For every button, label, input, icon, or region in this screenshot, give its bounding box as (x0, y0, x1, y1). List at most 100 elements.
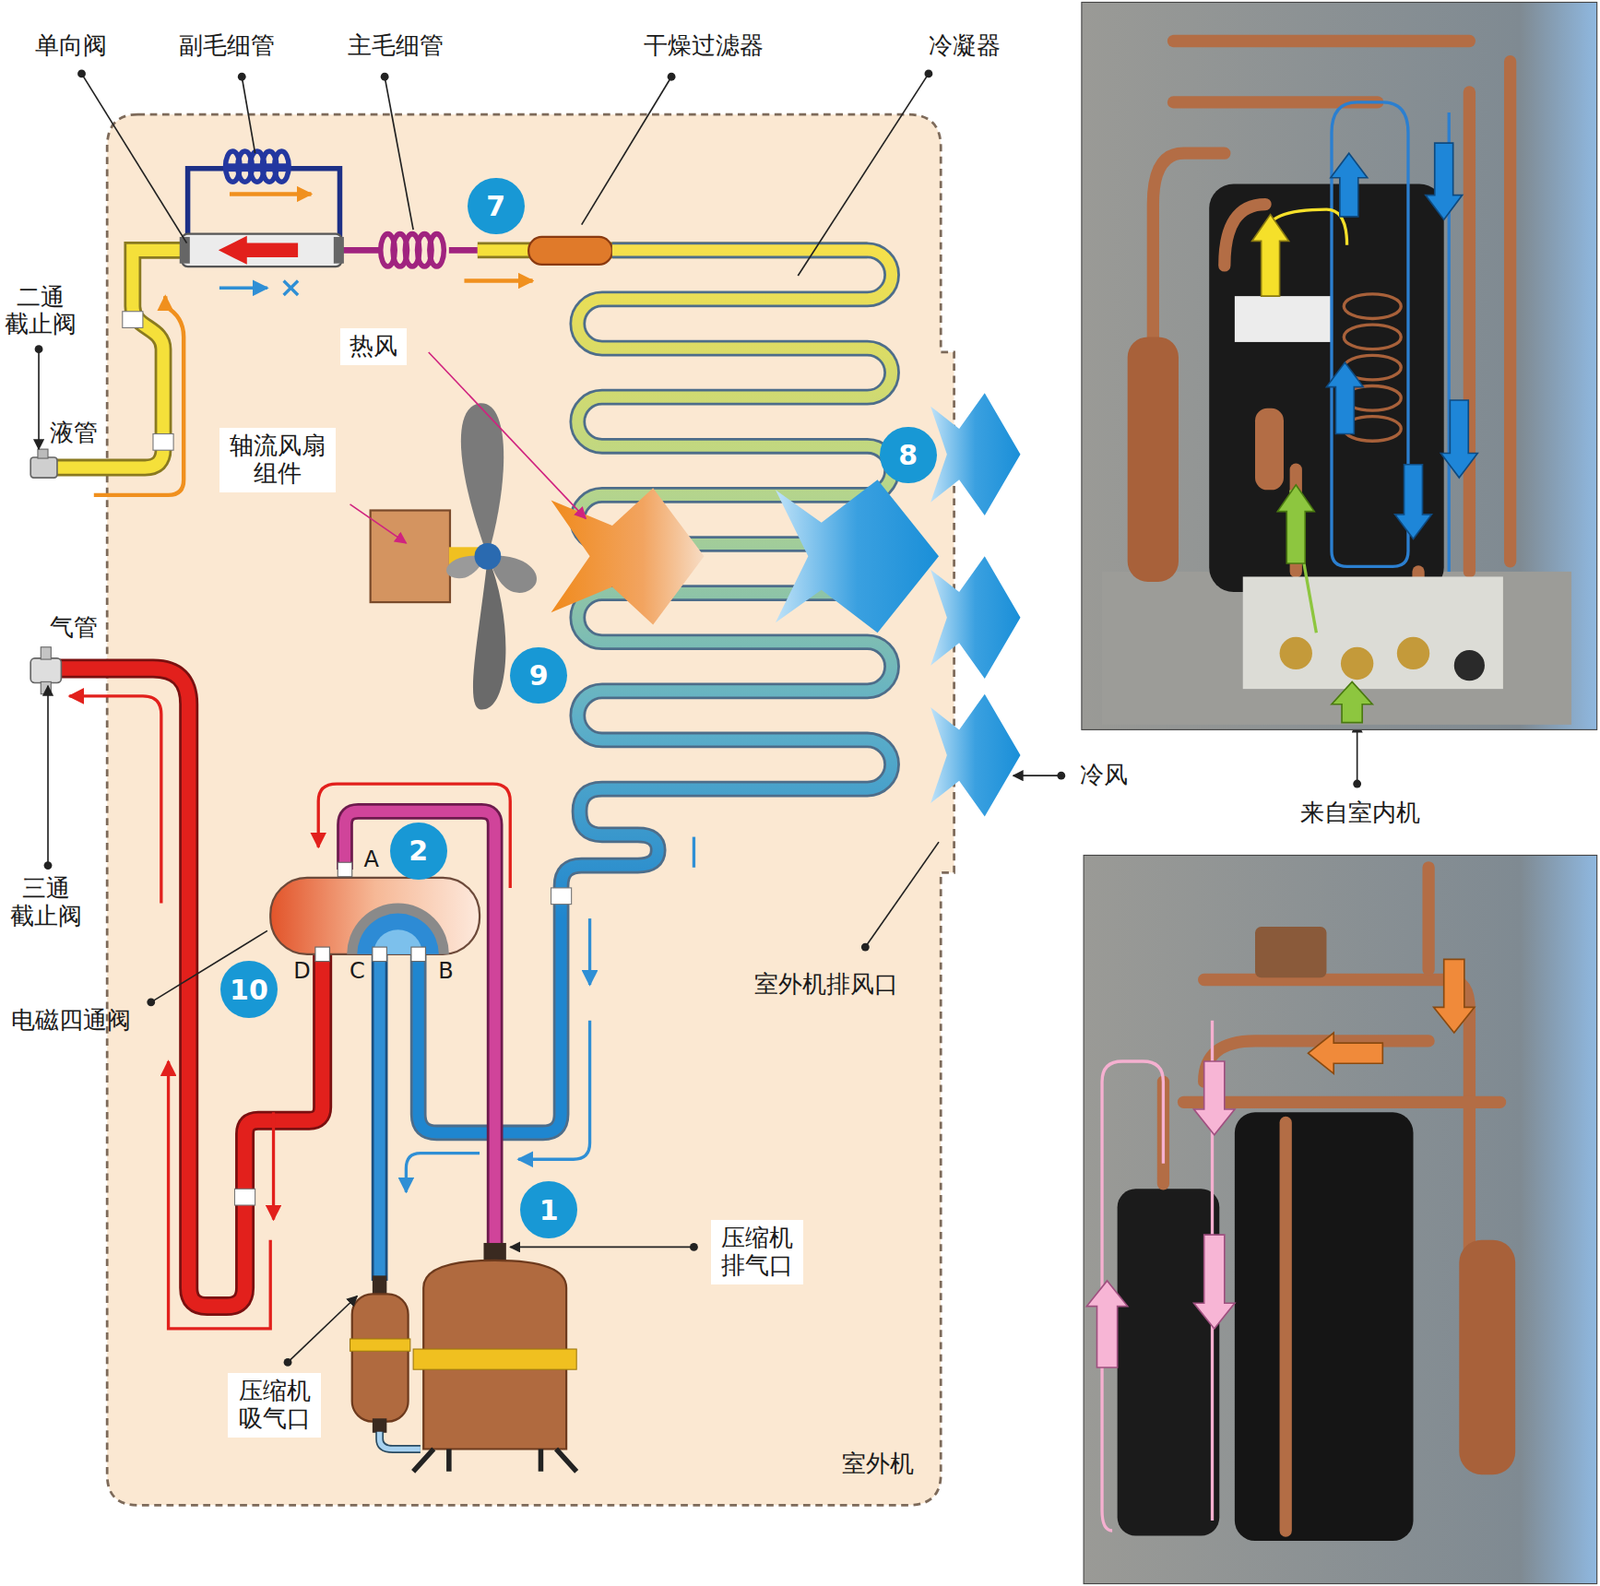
illustration-polygon (930, 392, 1020, 516)
illustration-polygon (1326, 362, 1363, 434)
illustration-path (56, 668, 323, 1307)
illustration-rect (30, 658, 61, 684)
illustration-g (350, 352, 587, 544)
illustration-rect (181, 234, 343, 267)
illustration-g (1152, 41, 1510, 624)
illustration-rect (1234, 1112, 1414, 1541)
illustration-path (428, 352, 586, 519)
illustration-path (405, 1153, 480, 1193)
box-text: 压缩机 排气口 (720, 1224, 795, 1280)
label-box: 热风 (340, 328, 407, 366)
illustration-rect (413, 1349, 577, 1370)
callout-text: 1 (539, 1194, 559, 1227)
illustration-g (1252, 142, 1479, 723)
part-label: D (293, 959, 310, 985)
illustration-path (356, 913, 439, 955)
illustration-circle (924, 69, 933, 78)
illustration-path (94, 296, 184, 496)
illustration-circle (474, 543, 502, 570)
region-title: 室外机 (841, 1450, 914, 1479)
illustration-path (588, 918, 592, 985)
part-label: 来自室内机 (1300, 799, 1421, 828)
illustration-circle (1340, 647, 1374, 680)
illustration-rect (372, 947, 387, 961)
part-label: 二通 截止阀 (3, 284, 79, 340)
illustration-ellipse (1343, 324, 1401, 350)
label-box: 轴流风扇 组件 (219, 427, 337, 493)
illustration-path (371, 954, 389, 1281)
illustration-rect (1255, 408, 1284, 491)
illustration-ellipse (429, 234, 444, 267)
illustration-path (581, 76, 672, 225)
illustration-circle (380, 72, 390, 82)
callout-number: 7 (467, 177, 525, 236)
part-label: 副毛细管 (178, 32, 275, 60)
illustration-polygon (1194, 1234, 1235, 1329)
callout-text: 7 (485, 189, 506, 223)
callout-number: 8 (879, 426, 937, 485)
box-text: 压缩机 吸气口 (237, 1377, 312, 1434)
illustration-path (318, 783, 510, 889)
illustration-polygon (1277, 485, 1315, 564)
callout-text: 10 (229, 973, 269, 1007)
label-box: 压缩机 排气口 (711, 1220, 805, 1285)
illustration-g (1086, 959, 1474, 1368)
illustration-path (1184, 1096, 1501, 1109)
part-label: 三通 截止阀 (8, 875, 83, 931)
illustration-path (350, 504, 407, 544)
illustration-rect (1234, 296, 1332, 343)
illustration-path (379, 1432, 421, 1450)
part-label: 气管 (49, 614, 98, 642)
callout-number: 10 (220, 960, 278, 1019)
illustration-path (272, 1112, 275, 1220)
illustration-rect (350, 1339, 411, 1352)
illustration-rect (528, 237, 613, 265)
callout-text: 8 (898, 438, 918, 472)
illustration-path (284, 281, 298, 296)
illustration-path (219, 286, 268, 290)
illustration-rect (122, 311, 143, 329)
illustration-rect (1255, 926, 1327, 978)
illustration-path (1013, 774, 1062, 777)
part-label: 冷风 (1079, 761, 1128, 790)
illustration-polygon (1194, 1061, 1235, 1136)
illustration-circle (861, 943, 870, 952)
illustration-polygon (1440, 400, 1478, 478)
illustration-polygon (775, 479, 939, 633)
illustration-rect (40, 647, 51, 660)
part-label: A (364, 847, 380, 874)
illustration-rect (1083, 854, 1598, 1584)
illustration-rect (411, 947, 426, 961)
illustration-polygon (1308, 1032, 1384, 1074)
illustration-polygon (930, 556, 1020, 679)
illustration-ellipse (1343, 294, 1401, 320)
callout-text: 9 (529, 659, 549, 692)
part-label: 电磁四通阀 (11, 1007, 131, 1035)
illustration-rect (270, 877, 480, 955)
illustration-rect (1102, 571, 1572, 725)
illustration-path (346, 903, 450, 955)
illustration-rect (352, 1293, 409, 1422)
illustration-path (692, 837, 696, 868)
illustration-polygon (1434, 959, 1475, 1033)
illustration-path (1463, 92, 1476, 572)
illustration-path (379, 1432, 421, 1450)
illustration-polygon (218, 236, 298, 265)
illustration-polygon (1425, 142, 1463, 220)
illustration-rect (337, 862, 352, 877)
illustration-path (1504, 61, 1517, 562)
callout-number: 1 (520, 1181, 578, 1239)
illustration-rect (333, 237, 344, 264)
illustration-path (463, 278, 533, 283)
illustration-polygon (1086, 1280, 1127, 1368)
illustration-rect (370, 509, 451, 603)
illustration-path (797, 73, 929, 276)
illustration-rect (234, 1188, 255, 1206)
illustration-circle (1056, 771, 1066, 781)
part-label: 干燥过滤器 (643, 32, 764, 60)
illustration-rect (224, 163, 290, 172)
illustration-rect (30, 457, 58, 478)
illustration-path (374, 954, 386, 1281)
